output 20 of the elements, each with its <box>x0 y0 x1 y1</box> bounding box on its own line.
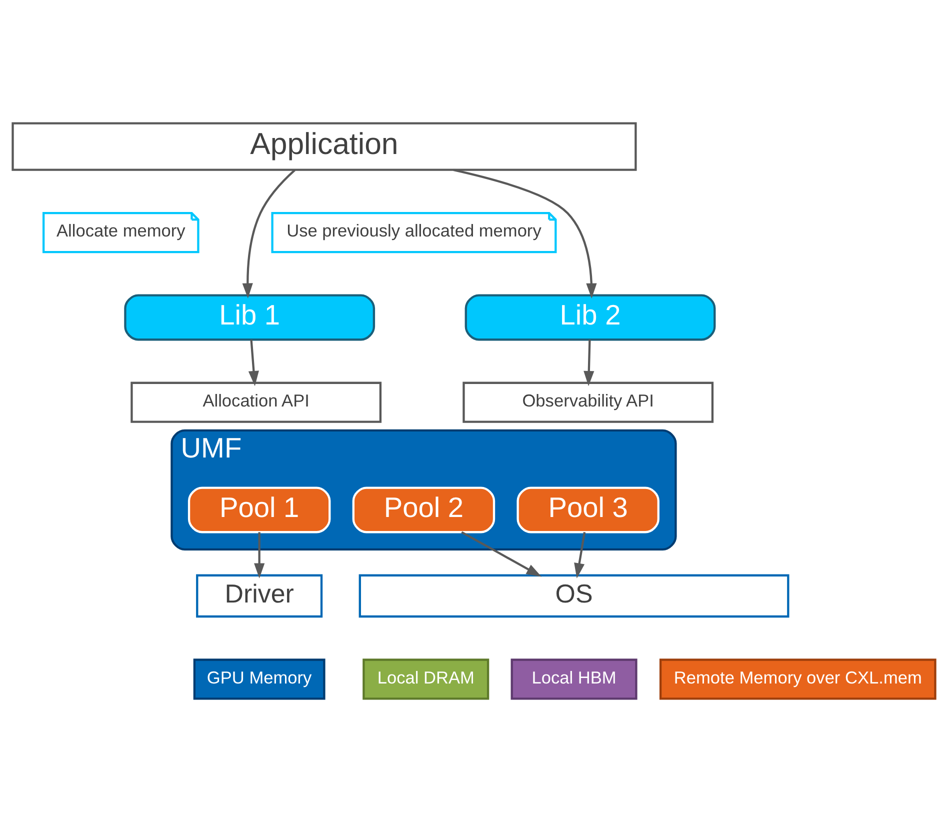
node-box: Application <box>12 122 637 171</box>
arrow <box>242 169 296 298</box>
node-box: Remote Memory over CXL.mem <box>659 658 936 700</box>
node-box: Pool 2 <box>352 486 496 534</box>
arrow <box>248 340 259 386</box>
node-box: Observability API <box>462 382 714 423</box>
node-box: Pool 3 <box>516 486 660 534</box>
node-box: OS <box>358 574 790 618</box>
node-box: Allocation API <box>130 382 382 423</box>
node-box: GPU Memory <box>193 658 326 700</box>
arrow <box>461 531 542 577</box>
node-box: Local DRAM <box>362 658 490 700</box>
node-box: Local HBM <box>510 658 638 700</box>
arrow <box>453 168 597 298</box>
node-box: Pool 1 <box>188 486 331 534</box>
node-box: Lib 1 <box>124 294 376 341</box>
arrow <box>584 340 594 386</box>
arrow <box>254 532 265 578</box>
node-box: Lib 2 <box>464 294 716 341</box>
node-box: Driver <box>196 574 323 618</box>
